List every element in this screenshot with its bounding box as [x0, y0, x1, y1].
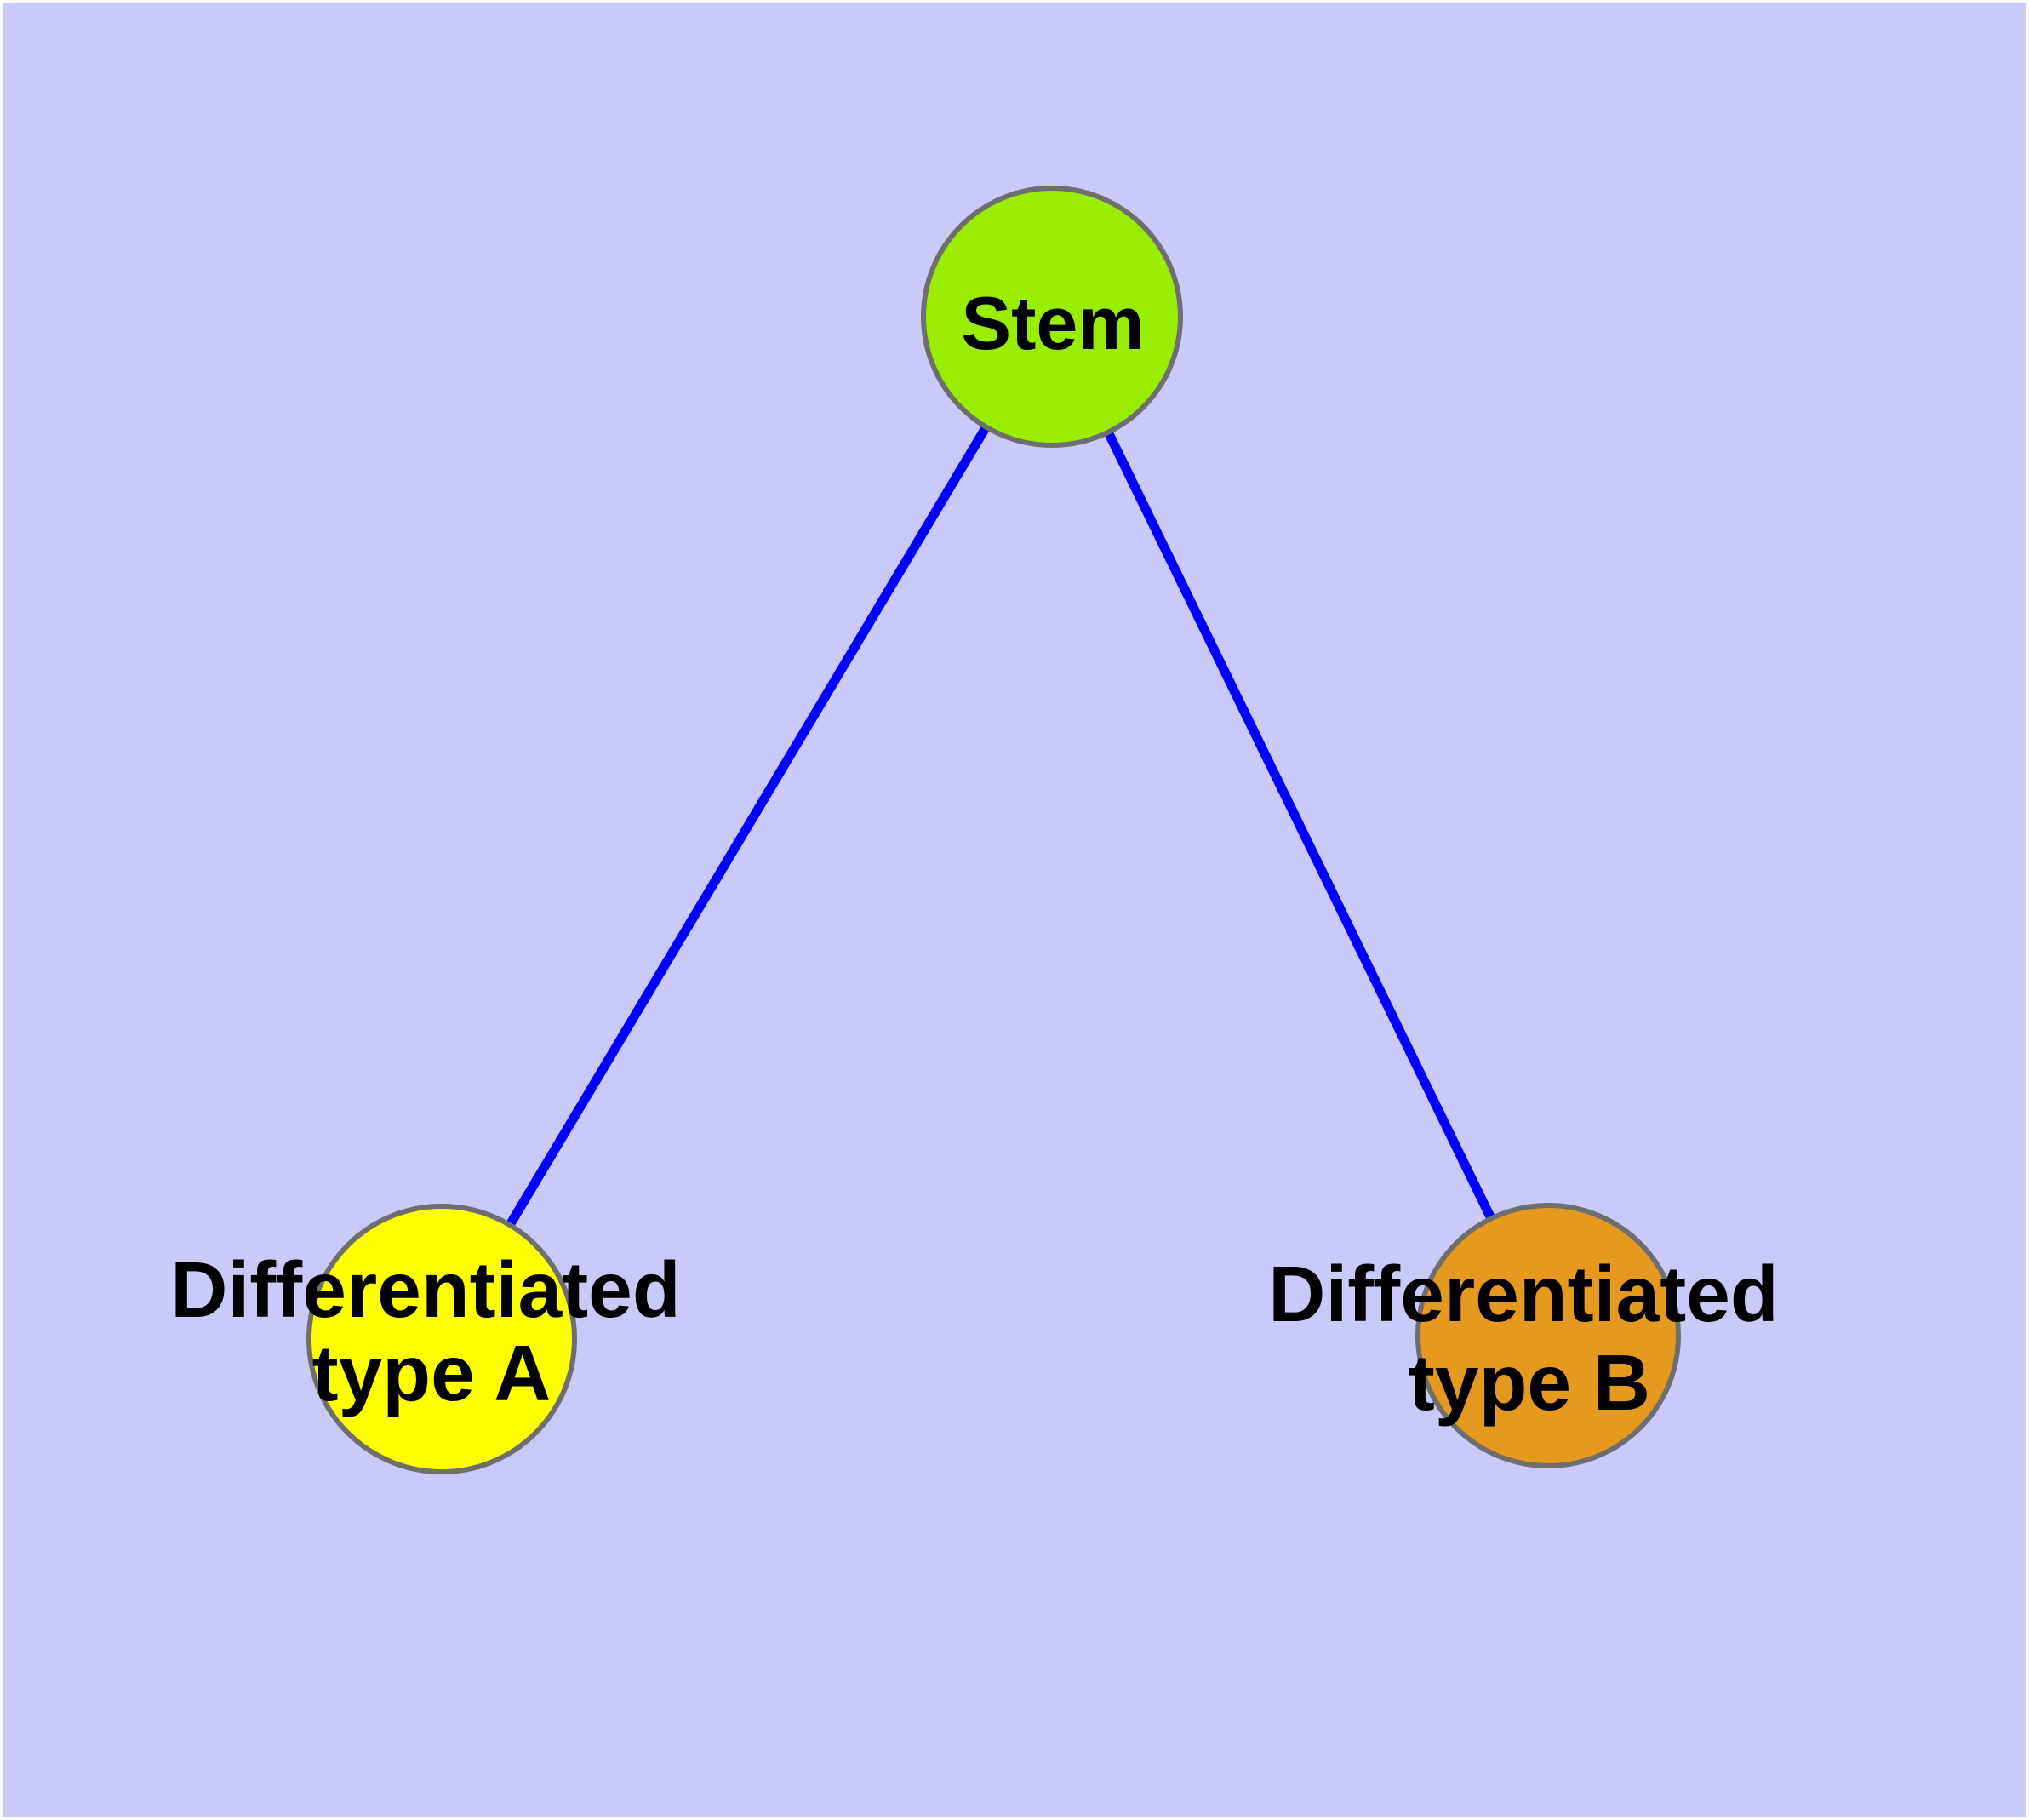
stem-node-label: Stem: [961, 281, 1144, 365]
edge-stem-to-type-a: [437, 314, 1056, 1342]
type-b-node-label-line2: type B: [1409, 1338, 1650, 1427]
edge-stem-to-type-b: [1048, 314, 1552, 1338]
label-group: Stem Differentiated type A Differentiate…: [170, 281, 1778, 1427]
type-b-node-circle: [1415, 1203, 1681, 1468]
type-a-node-circle: [306, 1204, 577, 1474]
edge-group: [437, 314, 1552, 1342]
type-a-node-label-line1: Differentiated: [170, 1245, 680, 1334]
stem-node-circle: [921, 186, 1183, 448]
type-a-node-label-line2: type A: [312, 1329, 552, 1417]
node-group: [306, 186, 1681, 1474]
type-b-node-label-line1: Differentiated: [1268, 1250, 1778, 1338]
